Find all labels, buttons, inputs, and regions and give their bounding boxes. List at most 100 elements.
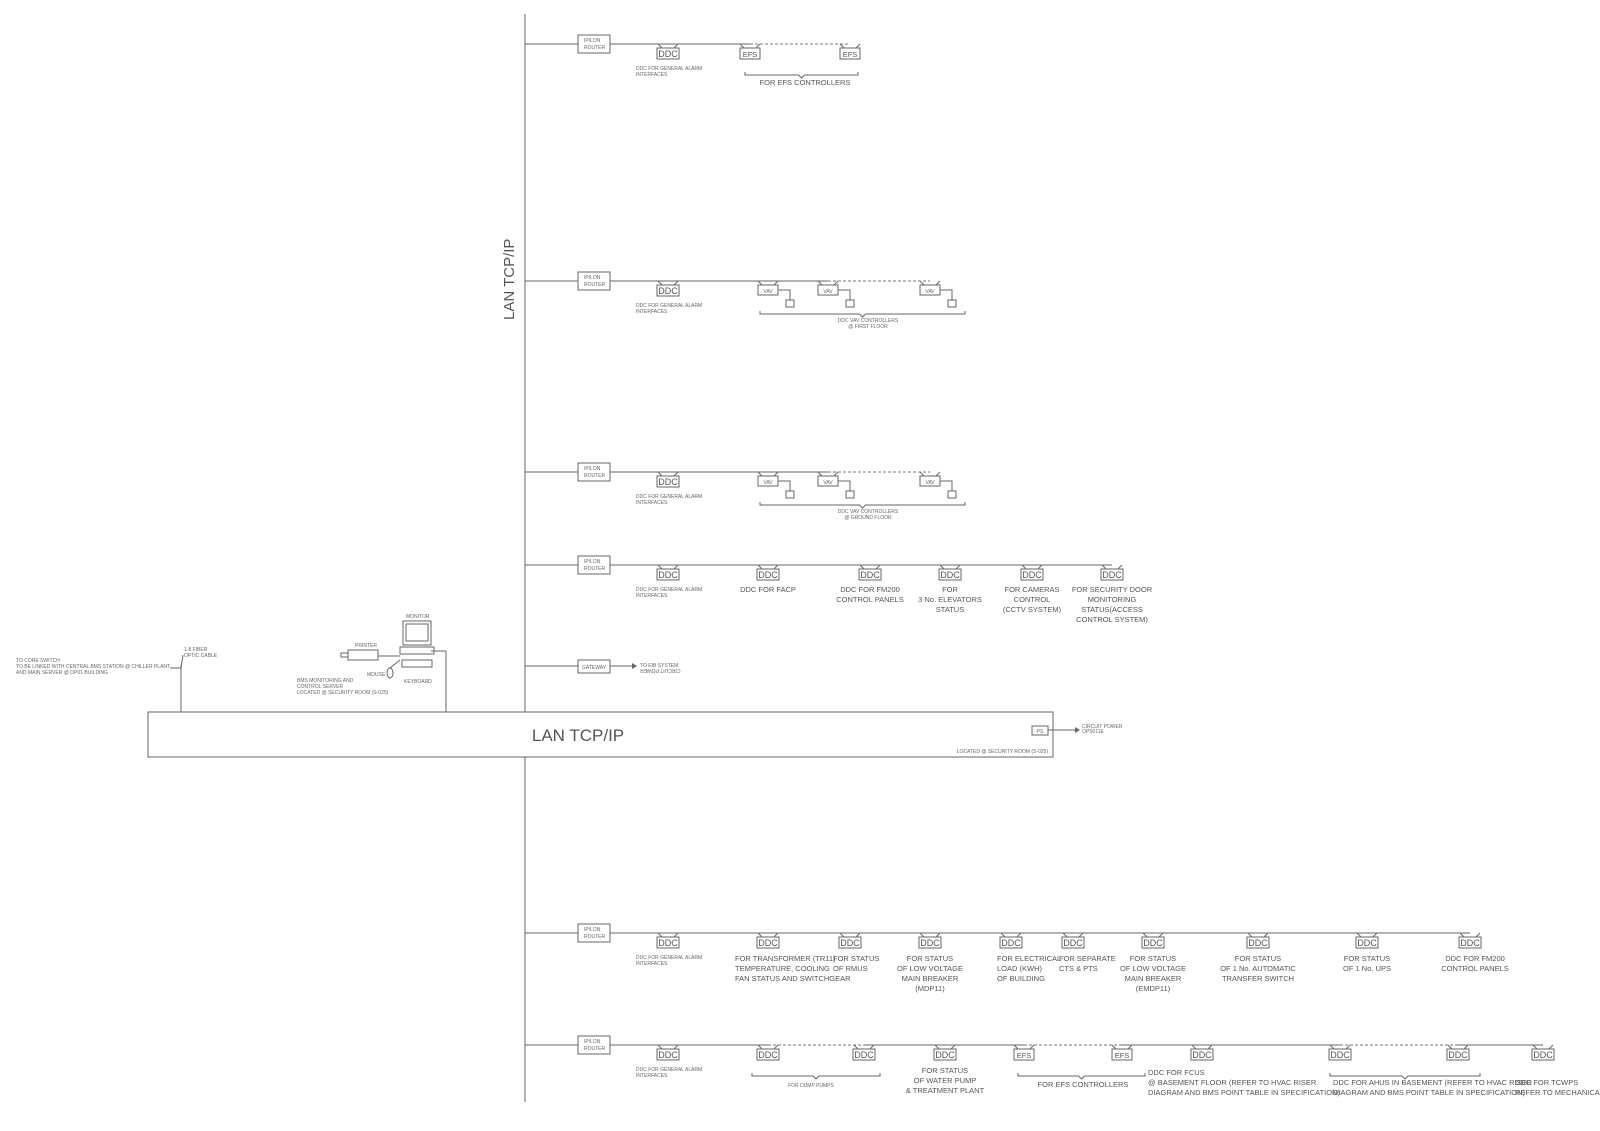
row5-desc-6-2: OF 1 No. AUTOMATIC <box>1220 964 1296 973</box>
row5-desc-7-1: FOR STATUS <box>1344 954 1390 963</box>
row5-desc-0-1: FOR TRANSFORMER (TR11) <box>735 954 836 963</box>
ddc-box-label: DDC <box>658 1050 678 1060</box>
ddc-box <box>1355 936 1379 949</box>
row5-desc-4-1: FOR SEPARATE <box>1059 954 1116 963</box>
row4-desc-3-3: (CCTV SYSTEM) <box>1003 605 1062 614</box>
row5-desc-6-3: TRANSFER SWITCH <box>1222 974 1294 983</box>
ddc-box-label: DDC <box>1248 938 1268 948</box>
row2-group-label-1: DDC VAV CONTROLLERS <box>838 318 899 324</box>
ddc-box <box>1020 568 1044 581</box>
ddc-box <box>756 936 780 949</box>
row5-desc-5-1: FOR STATUS <box>1130 954 1176 963</box>
ddc-box <box>858 568 882 581</box>
ddc-box <box>1190 1048 1214 1061</box>
row3-group-label-1: DDC VAV CONTROLLERS <box>838 509 899 515</box>
bus-tap <box>839 932 861 938</box>
efs-box-label: EFS <box>1115 1051 1130 1060</box>
bus-tap <box>1356 932 1378 938</box>
row5-desc-2-4: (MDP11) <box>915 984 945 993</box>
fcus-desc-2: @ BASEMENT FLOOR (REFER TO HVAC RISER <box>1148 1078 1317 1087</box>
row5-desc-4-2: CTS & PTS <box>1059 964 1098 973</box>
vav-label: VAV <box>925 289 935 295</box>
ddc-box-label: DDC <box>935 1050 955 1060</box>
fiber-leader <box>180 654 184 669</box>
efs-box-label: EFS <box>843 50 858 59</box>
vav-sensor <box>947 490 957 499</box>
row5-desc-6-1: FOR STATUS <box>1235 954 1281 963</box>
gateway-note-2: CIRCUIT POWER <box>640 667 681 673</box>
ddc-box-label: DDC <box>1102 570 1122 580</box>
ddc-box <box>656 568 680 581</box>
ddc-box-label: DDC <box>658 570 678 580</box>
bus-tap <box>1062 932 1084 938</box>
bus-tap <box>1000 932 1022 938</box>
general-alarm-note-1: DDC FOR GENERAL ALARM <box>636 303 702 309</box>
vav-label: VAV <box>763 289 773 295</box>
bus-tap <box>853 1044 875 1050</box>
ddc-box-label: DDC <box>658 49 678 59</box>
tcwps-desc-1: DDC FOR TCWPS <box>1515 1078 1578 1087</box>
group-brace <box>744 72 859 79</box>
row4-desc-4-3: STATUS(ACCESS <box>1081 605 1143 614</box>
vav-label: VAV <box>823 289 833 295</box>
vav-sensor <box>785 490 795 499</box>
computer-unit <box>399 646 435 655</box>
dump-pumps-label: FOR DUMP PUMPS <box>788 1083 834 1089</box>
fcus-desc-1: DDC FOR FCUS <box>1148 1068 1205 1077</box>
general-alarm-note-1: DDC FOR GENERAL ALARM <box>636 955 702 961</box>
bus-tap <box>1191 1044 1213 1050</box>
row4-desc-3-2: CONTROL <box>1014 595 1051 604</box>
ddc-box-label: DDC <box>920 938 940 948</box>
bus-tap <box>934 1044 956 1050</box>
router-label-1: IP/LON <box>584 927 601 933</box>
ps-label: PS <box>1037 729 1044 735</box>
row5-desc-3-1: FOR ELECTRICAL <box>997 954 1061 963</box>
router-label-2: ROUTER <box>584 282 606 288</box>
bus-tap <box>757 471 779 477</box>
row3-group-label-2: @ GROUND FLOOR <box>844 515 892 521</box>
efs-box <box>1013 1048 1035 1061</box>
bus-tap <box>1101 564 1123 570</box>
ddc-box-label: DDC <box>854 1050 874 1060</box>
bus-tap <box>859 564 881 570</box>
ddc-box-label: DDC <box>758 570 778 580</box>
lan-box <box>147 711 1054 758</box>
bus-tap <box>817 471 839 477</box>
vav-label: VAV <box>763 480 773 486</box>
ddc-box <box>656 1048 680 1061</box>
ddc-box <box>1246 936 1270 949</box>
bus-tap <box>757 280 779 286</box>
bus-tap <box>1459 932 1481 938</box>
bus-tap <box>657 471 679 477</box>
ddc-box <box>938 568 962 581</box>
ddc-box-label: DDC <box>1001 938 1021 948</box>
ddc-box <box>1446 1048 1470 1061</box>
ddc-box <box>1531 1048 1555 1061</box>
ddc-box-label: DDC <box>940 570 960 580</box>
ps-arrow-head <box>1075 727 1080 733</box>
row5-desc-3-3: OF BUILDING <box>997 974 1045 983</box>
row5-desc-1-1: FOR STATUS <box>833 954 879 963</box>
router-label-2: ROUTER <box>584 45 606 51</box>
general-alarm-note-2: INTERFACES <box>636 500 668 506</box>
server-note-3: LOCATED @ SECURITY ROOM (S-025) <box>297 690 389 696</box>
row5-desc-1-2: OF RMUS <box>833 964 868 973</box>
gateway-label: GATEWAY <box>582 665 607 671</box>
row2-group-label-2: @ FIRST FLOOR <box>848 324 888 330</box>
efs-box-label: EFS <box>743 50 758 59</box>
vav-sensor <box>845 490 855 499</box>
ddc-box-label: DDC <box>1063 938 1083 948</box>
ddc-box-label: DDC <box>1143 938 1163 948</box>
bus-tap <box>739 43 761 49</box>
core-switch-note-3: AND MAIN SERVER @ OP01 BUILDING <box>16 670 108 676</box>
printer-label: PRINTER <box>355 643 377 649</box>
vav-sensor <box>785 299 795 308</box>
bus-tap <box>657 932 679 938</box>
ddc-box-label: DDC <box>658 286 678 296</box>
ps-note-1: CIRCUIT POWER <box>1082 724 1123 730</box>
bus-tap <box>757 932 779 938</box>
bus-tap <box>657 564 679 570</box>
row5-desc-3-2: LOAD (KWH) <box>997 964 1043 973</box>
router-label-1: IP/LON <box>584 559 601 565</box>
ddc-box-label: DDC <box>860 570 880 580</box>
